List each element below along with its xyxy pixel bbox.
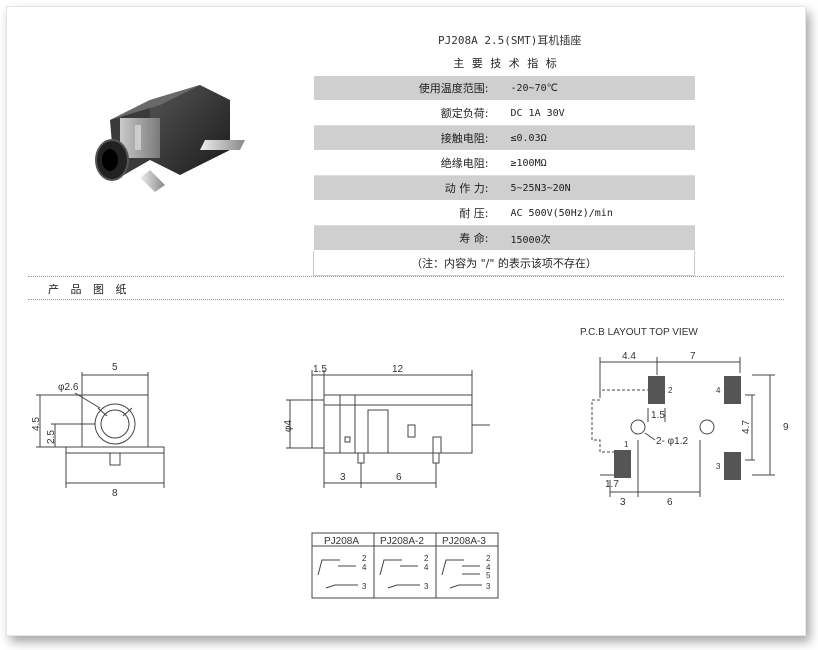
pcb-pad-4 [724,376,741,404]
pcb-dim-left: 4.4 [622,351,636,362]
product-photo [95,85,245,192]
side-lead-label: 1.5 [313,364,327,375]
divider-top [28,276,784,277]
spec-note: （注：内容为 "/" 的表示该项不存在） [313,250,695,276]
pcb-dim-bottom-b: 6 [667,497,673,508]
spec-row: 额定负荷:DC 1A 30V [313,100,695,126]
pcb-dim-pad: 1.5 [651,410,665,421]
variant-header-2: PJ208A-2 [380,536,424,547]
variant1-pin: 3 [362,582,367,591]
pcb-layout [591,357,775,497]
spec-row: 动 作 力:5~25N3~20N [313,175,695,201]
pcb-pad-2 [648,376,665,404]
spec-subtitle: 主 要 技 术 指 标 [453,57,559,70]
variant2-pin: 2 [424,554,429,563]
side-dia-label: φ4 [283,420,294,432]
variant3-pin: 2 [486,554,491,563]
variant2-pin: 3 [424,582,429,591]
side-view [286,370,490,488]
pcb-pad-1 [614,450,631,478]
front-base-label: 8 [112,488,118,499]
variant3-pin: 3 [486,582,491,591]
spec-table: 使用温度范围:-20~70℃ 额定负荷:DC 1A 30V 接触电阻:≤0.03… [313,76,695,276]
pcb-dim-bottom-a: 3 [620,497,626,508]
pcb-pin-1: 1 [624,440,629,449]
variant1-pin: 2 [362,554,367,563]
pcb-pin-3: 3 [716,462,721,471]
pcb-header: P.C.B LAYOUT TOP VIEW [580,327,698,338]
variant1-pin: 4 [362,563,367,572]
front-width-label: 5 [112,362,118,373]
side-pin-b-label: 6 [396,472,402,483]
front-height-label: 4.5 [31,417,42,431]
side-length-label: 12 [392,364,404,375]
page-title: PJ208A 2.5(SMT)耳机插座 [438,34,582,47]
pcb-pin-4: 4 [716,386,721,395]
variants-table [311,532,499,599]
pcb-dim-pad-w: 1.7 [605,479,619,490]
spec-row: 绝缘电阻:≥100MΩ [313,150,695,176]
variant3-pin: 5 [486,571,491,580]
divider-section [28,299,784,300]
pcb-dim-top: 7 [690,351,696,362]
side-pin-a-label: 3 [340,472,346,483]
spec-row: 接触电阻:≤0.03Ω [313,125,695,151]
front-center-label: 2.5 [46,430,57,444]
pcb-dim-right-inner: 4.7 [741,420,752,434]
front-hole-label: φ2.6 [58,382,79,393]
pcb-pad-3 [724,452,741,480]
variant-header-3: PJ208A-3 [442,536,486,547]
variant3-pin: 4 [486,563,491,572]
pcb-pads [614,376,741,480]
section-title: 产 品 图 纸 [48,283,131,296]
spec-row: 使用温度范围:-20~70℃ [313,76,695,101]
pcb-holes: 2- φ1.2 [656,436,688,447]
pcb-pin-2: 2 [668,386,673,395]
variant2-pin: 4 [424,563,429,572]
spec-row: 耐 压:AC 500V(50Hz)/min [313,200,695,226]
spec-row: 寿 命:15000次 [313,225,695,251]
pcb-dim-right: 9 [783,422,789,433]
front-view [36,372,165,488]
spec-note-row: （注：内容为 "/" 的表示该项不存在） [313,250,695,276]
variant-header-1: PJ208A [324,536,359,547]
